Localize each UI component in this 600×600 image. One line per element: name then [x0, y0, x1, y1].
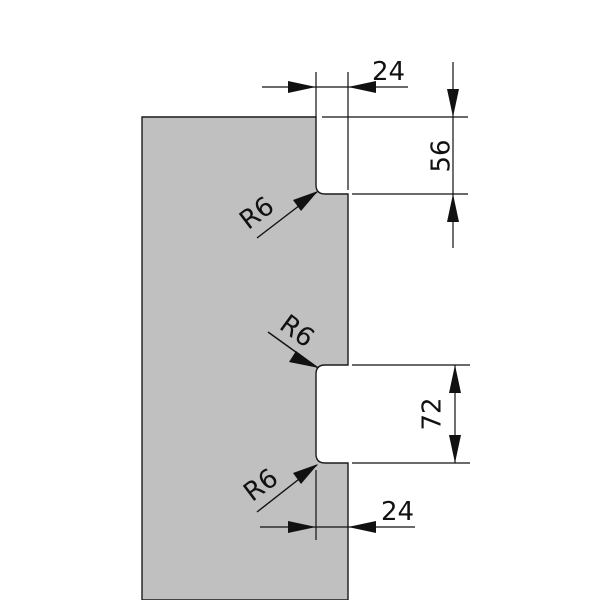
- arrow-top-height-lower: [447, 194, 459, 222]
- top-width-dimension: 24: [262, 57, 408, 190]
- arrow-slot-height-lower: [449, 435, 461, 463]
- arrow-top-width-left: [288, 81, 316, 93]
- arrow-bottom-width-left: [288, 521, 316, 533]
- bottom-width-label: 24: [381, 497, 414, 527]
- arrow-top-width-right: [348, 81, 376, 93]
- part-profile: [141, 116, 349, 600]
- top-height-label: 56: [427, 139, 457, 172]
- arrow-upper-fillet: [293, 191, 318, 211]
- arrow-top-height-upper: [447, 89, 459, 117]
- arrow-slot-top-fillet: [289, 351, 319, 368]
- top-width-label: 24: [372, 57, 405, 87]
- arrow-slot-height-upper: [449, 365, 461, 393]
- bottom-width-dimension: 24: [260, 470, 415, 540]
- slot-height-dimension: 72: [352, 364, 470, 464]
- arrow-bottom-width-right: [348, 521, 376, 533]
- slot-height-label: 72: [418, 397, 448, 430]
- arrow-slot-bottom-fillet: [293, 464, 318, 484]
- top-height-dimension: 56: [322, 62, 468, 248]
